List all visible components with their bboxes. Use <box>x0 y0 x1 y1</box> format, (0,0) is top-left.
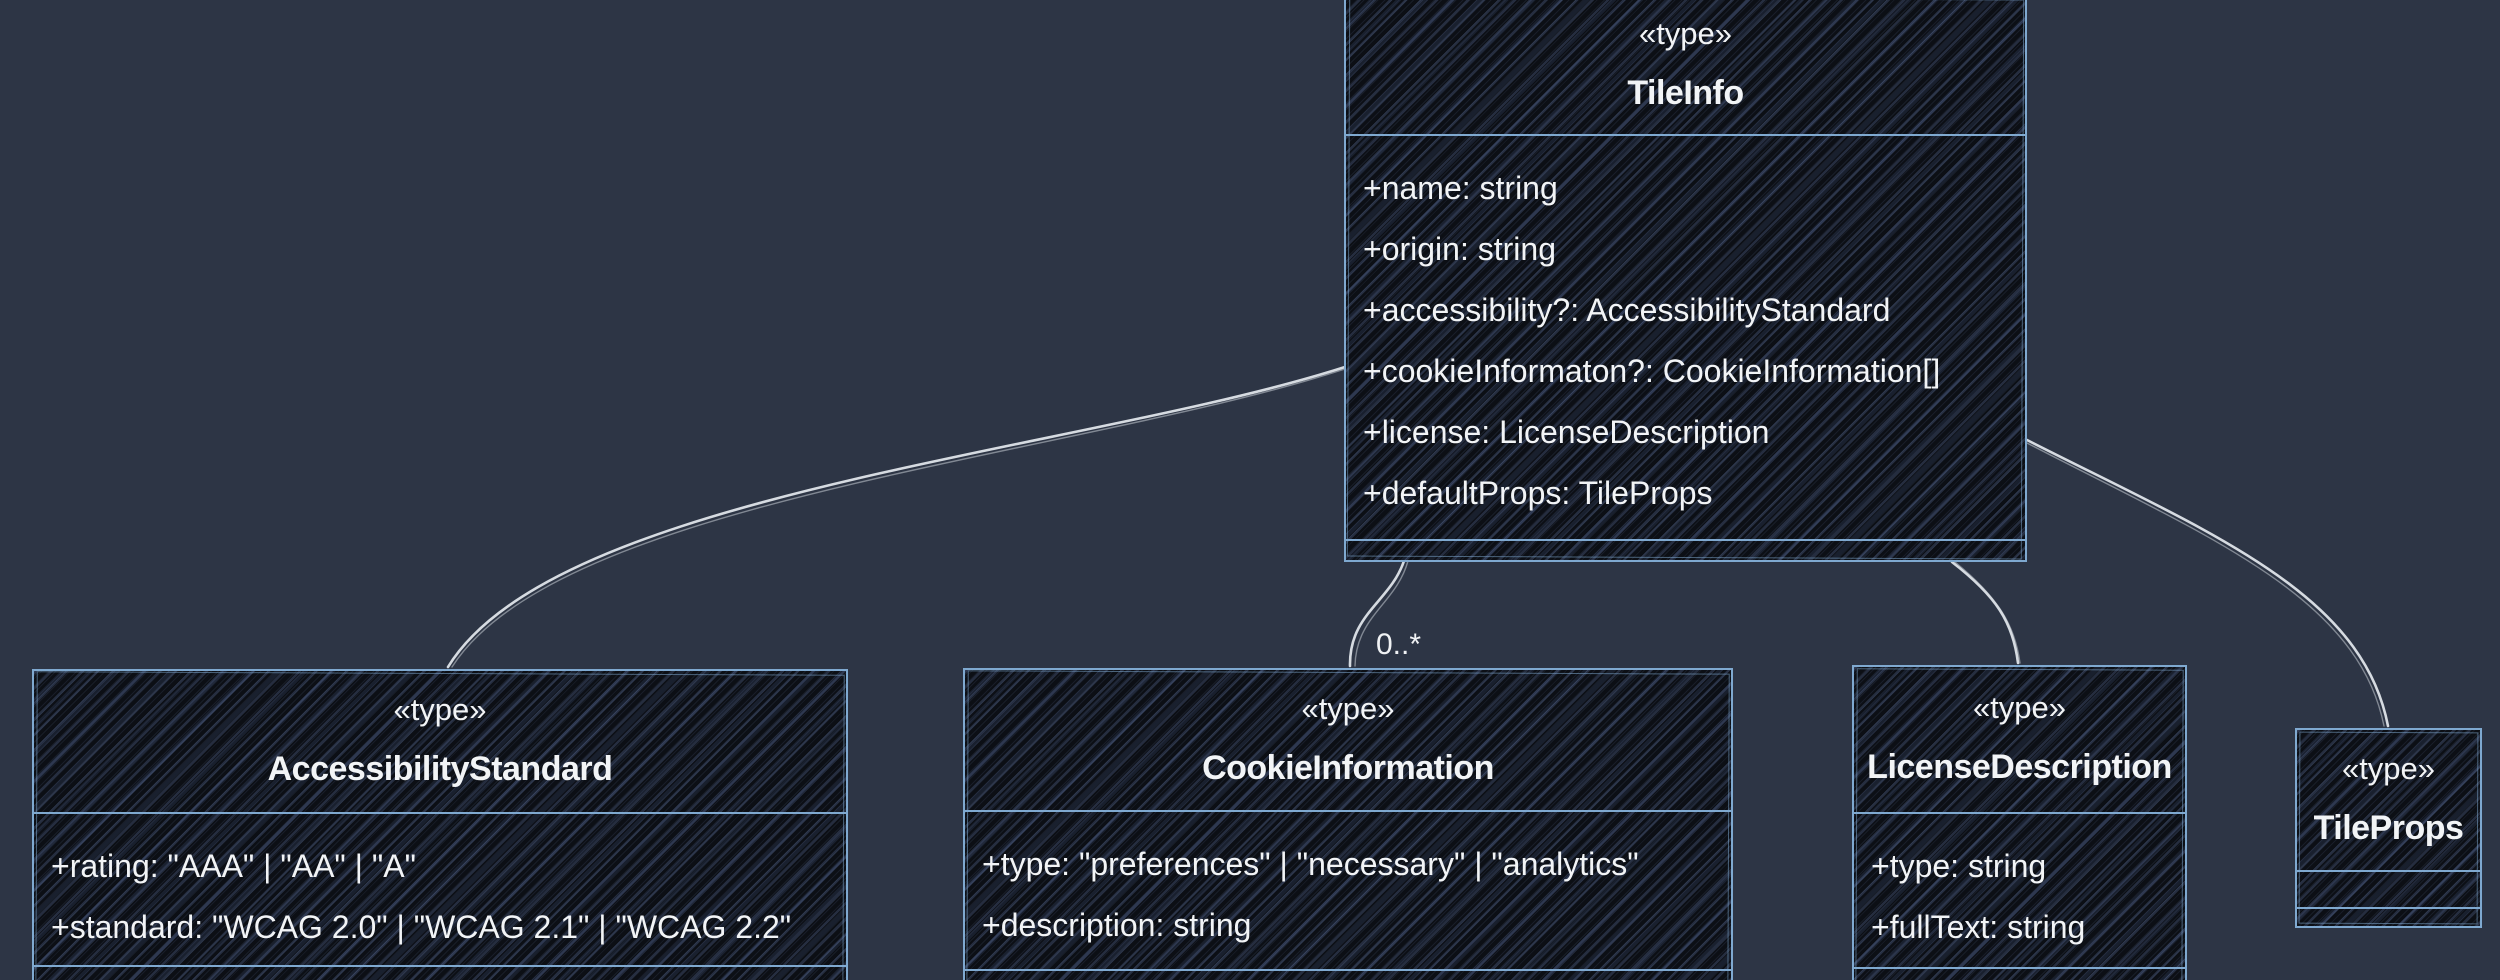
methods-compartment <box>965 969 1731 980</box>
methods-compartment <box>34 965 846 980</box>
stereotype-label: «type» <box>2341 750 2436 786</box>
class-name: AccessibilityStandard <box>267 750 613 788</box>
class-licensedescription[interactable]: «type» LicenseDescription +type: string+… <box>1852 665 2187 980</box>
methods-compartment <box>2297 907 2480 926</box>
attribute: +type: "preferences" | "necessary" | "an… <box>982 846 1639 882</box>
stereotype-label: «type» <box>1638 15 1733 51</box>
edge-tileinfo-tileprops <box>2025 438 2390 728</box>
attributes-compartment: +type: "preferences" | "necessary" | "an… <box>965 810 1731 969</box>
class-name: CookieInformation <box>1202 748 1494 787</box>
title-compartment: «type» TileProps <box>2297 730 2480 870</box>
class-tileinfo[interactable]: «type» TileInfo +name: string +origin: st… <box>1344 0 2027 562</box>
title-compartment: «type» CookieInformation <box>965 670 1731 810</box>
attribute: +license: LicenseDescription <box>1363 414 1770 450</box>
methods-compartment <box>1346 539 2025 560</box>
title-compartment: «type» AccessibilityStandard <box>34 671 846 812</box>
attribute: +cookieInformaton?: CookieInformation[] <box>1363 353 1941 389</box>
attribute: +description: string <box>982 907 1252 943</box>
attribute: +rating: "AAA" | "AA" | "A" <box>51 848 416 884</box>
attribute: +name: string <box>1363 170 1558 206</box>
class-name: TileProps <box>2313 808 2464 847</box>
edge-tileinfo-licensedescription-sketch <box>1954 561 2021 664</box>
attributes-compartment: +name: string +origin: string +accessibili… <box>1346 134 2025 539</box>
class-accessibilitystandard[interactable]: «type» AccessibilityStandard +rating: "A… <box>32 669 848 980</box>
attribute: +standard: "WCAG 2.0" | "WCAG 2.1" | "WC… <box>51 909 792 945</box>
edge-tileinfo-accessibilitystandard <box>446 365 1347 669</box>
title-compartment: «type» LicenseDescription <box>1854 667 2185 812</box>
stereotype-label: «type» <box>393 692 487 727</box>
attribute: +accessibility?: AccessibilityStandard <box>1363 292 1891 328</box>
attributes-compartment: +type: string +fullText: string <box>1854 812 2185 967</box>
edge-tileinfo-tileprops-sketch <box>2026 442 2385 727</box>
edge-tileinfo-cookieinformation <box>1348 559 1406 668</box>
attribute: +fullText: string <box>1871 909 2086 945</box>
attribute: +origin: string <box>1363 231 1556 267</box>
edge-tileinfo-accessibilitystandard-sketch <box>451 368 1346 668</box>
stereotype-label: «type» <box>1972 690 2067 725</box>
multiplicity-label: 0..* <box>1376 628 1422 661</box>
edge-tileinfo-licensedescription <box>1950 560 2020 665</box>
class-tileprops[interactable]: «type» TileProps <box>2295 728 2482 928</box>
edge-tileinfo-cookieinformation-sketch <box>1354 560 1409 667</box>
class-name: LicenseDescription <box>1867 748 2172 786</box>
class-cookieinformation[interactable]: «type» CookieInformation +type: "prefere… <box>963 668 1733 980</box>
attribute: +defaultProps: TileProps <box>1363 475 1713 511</box>
stereotype-label: «type» <box>1301 690 1395 726</box>
methods-compartment <box>1854 967 2185 980</box>
attributes-compartment <box>2297 870 2480 907</box>
title-compartment: «type» TileInfo <box>1346 0 2025 134</box>
attributes-compartment: +rating: "AAA" | "AA" | "A" +standard: "W… <box>34 812 846 965</box>
attribute: +type: string <box>1871 848 2047 884</box>
class-name: TileInfo <box>1627 73 1744 112</box>
